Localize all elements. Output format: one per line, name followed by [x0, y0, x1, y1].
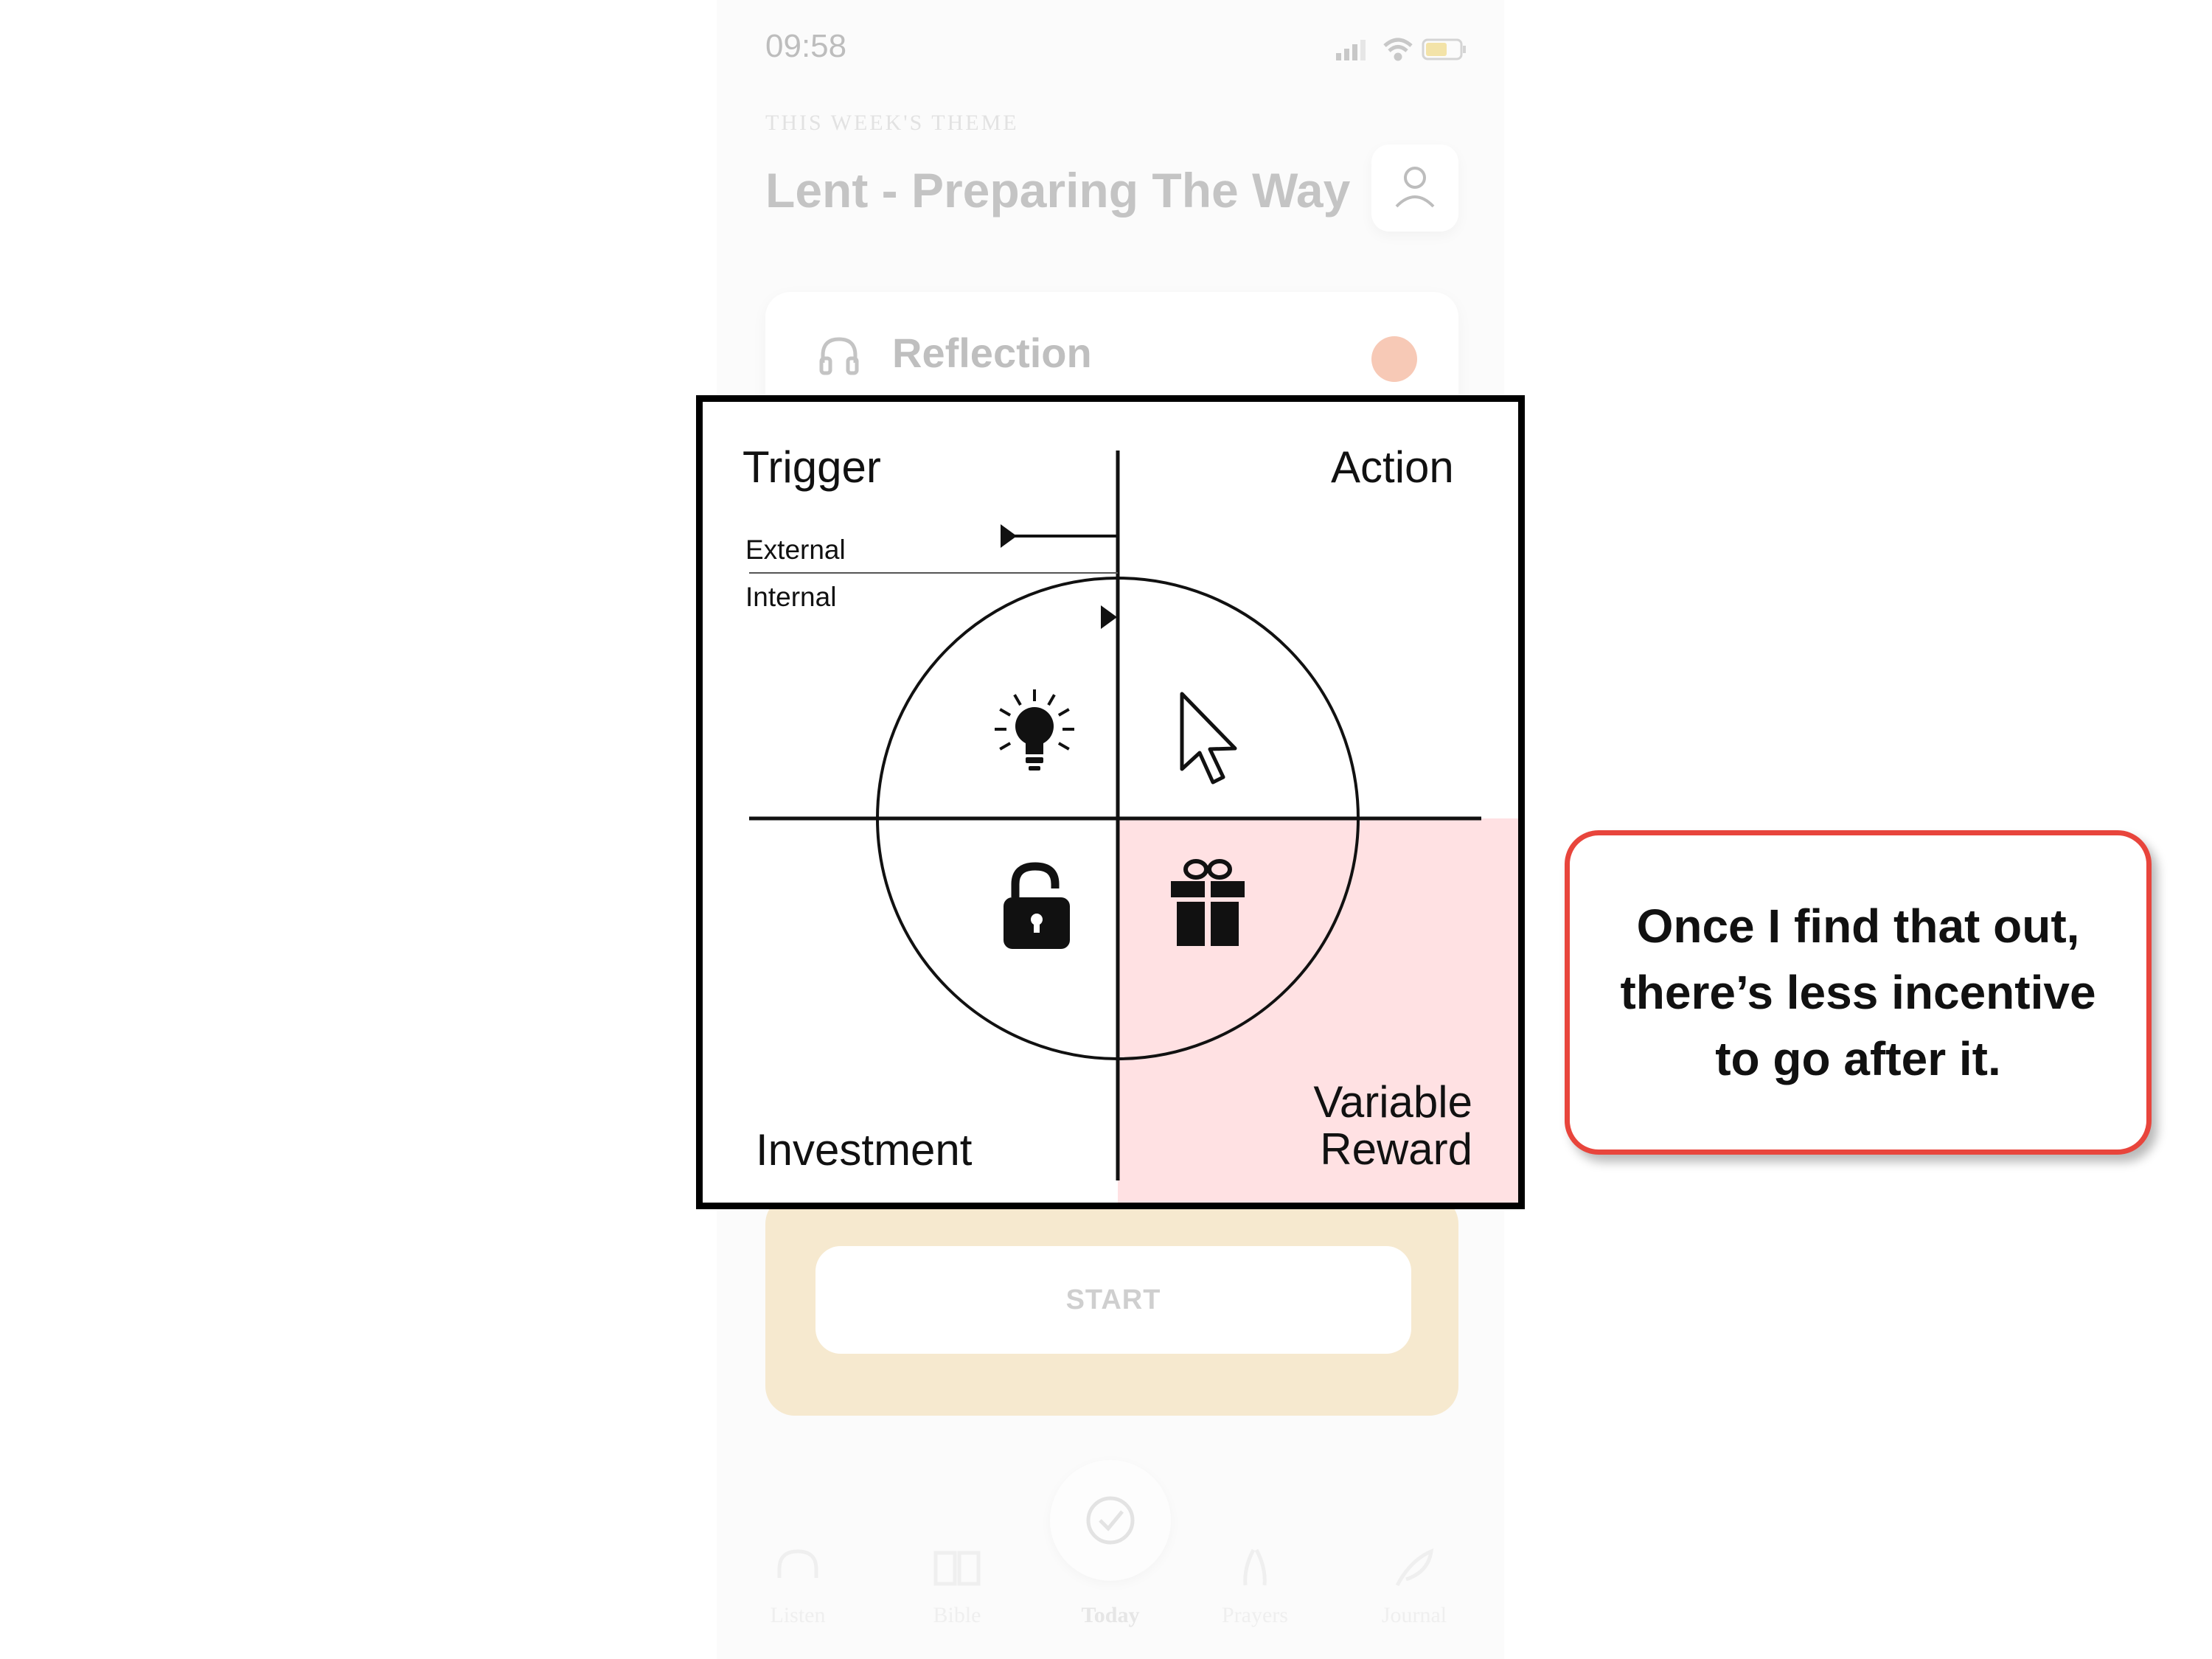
- external-arrowhead: [1001, 524, 1017, 548]
- lightbulb-icon: [995, 689, 1074, 771]
- today-button[interactable]: [1050, 1460, 1171, 1581]
- gift-icon: [1171, 859, 1245, 946]
- book-icon: [933, 1551, 981, 1586]
- variable-reward-label: Variable Reward: [1288, 1079, 1472, 1173]
- internal-label: Internal: [745, 582, 837, 612]
- tab-prayers[interactable]: Prayers: [1189, 1504, 1321, 1628]
- check-circle-icon: [1086, 1496, 1135, 1545]
- spacer-icon: [1085, 1545, 1136, 1590]
- callout-box: Once I find that out, there’s less incen…: [1565, 830, 2152, 1155]
- tab-today[interactable]: Today: [1044, 1504, 1177, 1628]
- tab-label: Today: [1081, 1603, 1140, 1627]
- lock-icon: [1004, 862, 1070, 949]
- internal-arrowhead: [1101, 605, 1117, 629]
- cursor-icon: [1180, 692, 1237, 785]
- week-label: THIS WEEK'S THEME: [765, 111, 1019, 135]
- battery-icon: [1422, 38, 1466, 60]
- action-label: Action: [1331, 442, 1454, 492]
- reward-text: Reward: [1320, 1124, 1472, 1174]
- feather-icon: [1395, 1548, 1434, 1587]
- callout-text: Once I find that out, there’s less incen…: [1620, 900, 2096, 1085]
- headphones-icon: [819, 337, 859, 375]
- tab-bible[interactable]: Bible: [891, 1504, 1023, 1628]
- trigger-label: Trigger: [742, 442, 881, 492]
- variable-text: Variable: [1313, 1077, 1472, 1127]
- diagram-lines: [749, 451, 1481, 1180]
- cycle-circle: [876, 577, 1360, 1060]
- user-icon: [1395, 167, 1435, 208]
- check-icon: [1371, 336, 1417, 382]
- tab-journal[interactable]: Journal: [1348, 1504, 1481, 1628]
- status-icons: [1336, 38, 1466, 61]
- hook-model-diagram: Trigger External Internal Action Investm…: [696, 395, 1525, 1209]
- profile-button[interactable]: [1371, 145, 1458, 232]
- investment-label: Investment: [756, 1125, 973, 1175]
- tab-label: Bible: [933, 1603, 981, 1627]
- tab-label: Listen: [770, 1603, 826, 1627]
- tab-label: Journal: [1381, 1603, 1447, 1627]
- status-time: 09:58: [765, 28, 847, 64]
- tab-listen[interactable]: Listen: [731, 1504, 864, 1628]
- tab-label: Prayers: [1222, 1603, 1288, 1627]
- headphones-icon: [777, 1549, 818, 1578]
- tab-bar: Listen Bible Today Prayers Journal: [717, 1460, 1504, 1659]
- page-title: Lent - Preparing The Way: [765, 163, 1351, 218]
- start-button[interactable]: START: [815, 1246, 1411, 1354]
- praying-hands-icon: [1243, 1548, 1267, 1586]
- external-label: External: [745, 535, 846, 565]
- wifi-icon: [1383, 38, 1413, 61]
- card-label: Reflection: [892, 330, 1092, 376]
- signal-icon: [1336, 40, 1366, 60]
